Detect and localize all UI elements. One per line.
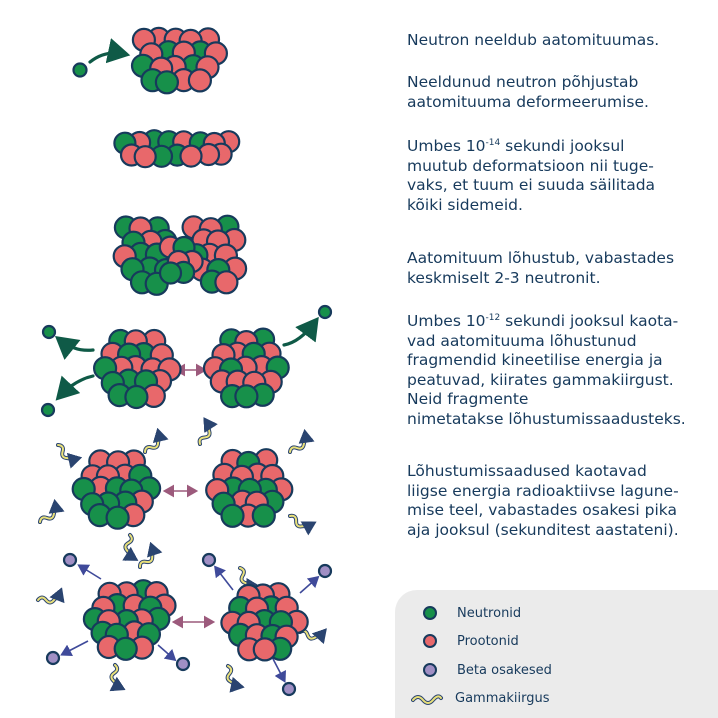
neutron-emission-arrow [55,336,95,360]
gamma-ray [143,427,169,454]
nucleon [214,270,239,295]
beta-particle [281,681,297,697]
gamma-ray [288,513,317,536]
nucleon [220,503,245,528]
gamma-ray [109,663,126,692]
neutron-emission-arrow [55,374,95,401]
gamma-ray [38,498,65,524]
fission-diagram [36,26,333,697]
free-neutron [72,62,88,78]
step-2-text: Neeldunud neutron põhjustab aatomituuma … [407,73,649,111]
fragment-left [92,328,182,410]
emitted-neutron [317,304,333,320]
proton-legend-icon [423,634,437,648]
step-5-text: Umbes 10-12 sekundi jooksul kaota- vad a… [407,312,686,428]
legend-beta: Beta osakesed [423,660,552,680]
beta-arrow [60,640,89,656]
gamma-ray [36,587,65,605]
nucleon [133,145,157,169]
nucleon [251,503,276,528]
gamma-ray [122,533,139,561]
fragment-right [202,327,290,409]
decaying-fragment-left [82,579,177,661]
beta-legend-icon [423,663,437,677]
neutron-emission-arrow [282,316,319,347]
step-1-text: Neutron neeldub aatomituumas. [407,31,660,49]
beta-arrow [77,564,102,580]
fragment-left-gamma [71,449,162,530]
gamma-ray [138,541,163,569]
emitted-neutron [41,324,57,340]
step-6-text: Lõhustumissaadused kaotavad liigse energ… [407,462,679,539]
beta-arrow [270,654,286,683]
emitted-neutron [40,402,56,418]
nucleon [187,68,212,93]
beta-particle [317,563,333,579]
fragment-right-gamma [205,448,294,528]
nucleon [113,636,138,661]
gamma-ray [288,428,315,454]
decaying-fragment-right [220,582,309,662]
beta-arrow [214,565,234,591]
legend: Neutronid Prootonid Beta osakesed Gammak… [395,590,718,718]
nucleon [105,505,130,530]
gamma-ray [225,664,245,693]
nucleon [252,637,277,662]
beta-arrow [157,644,177,662]
nucleon [154,70,179,95]
nucleon [158,261,183,285]
legend-proton: Prootonid [423,631,519,651]
beta-particle [62,552,78,568]
gamma-ray [56,443,83,469]
neutron-path-arrow [88,38,131,64]
step-3-text: Umbes 10-14 sekundi jooksul muutub defor… [407,137,656,214]
nucleon [124,384,149,410]
beta-arrow [299,575,320,594]
legend-neutron: Neutronid [423,603,521,623]
nucleus-initial [130,26,228,95]
gamma-wave-legend-icon [411,694,443,705]
nucleus-deformed [113,129,241,169]
nucleus-splitting-neck [158,235,204,285]
beta-particle [201,552,217,568]
nucleon [234,384,259,409]
beta-particle [45,650,61,666]
beta-particle [175,656,191,672]
legend-gamma: Gammakiirgus [411,688,549,708]
nucleon [179,144,203,168]
neutron-legend-icon [423,606,437,620]
gamma-ray [197,417,218,446]
step-4-text: Aatomituum lõhustub, vabastades keskmise… [407,249,675,287]
